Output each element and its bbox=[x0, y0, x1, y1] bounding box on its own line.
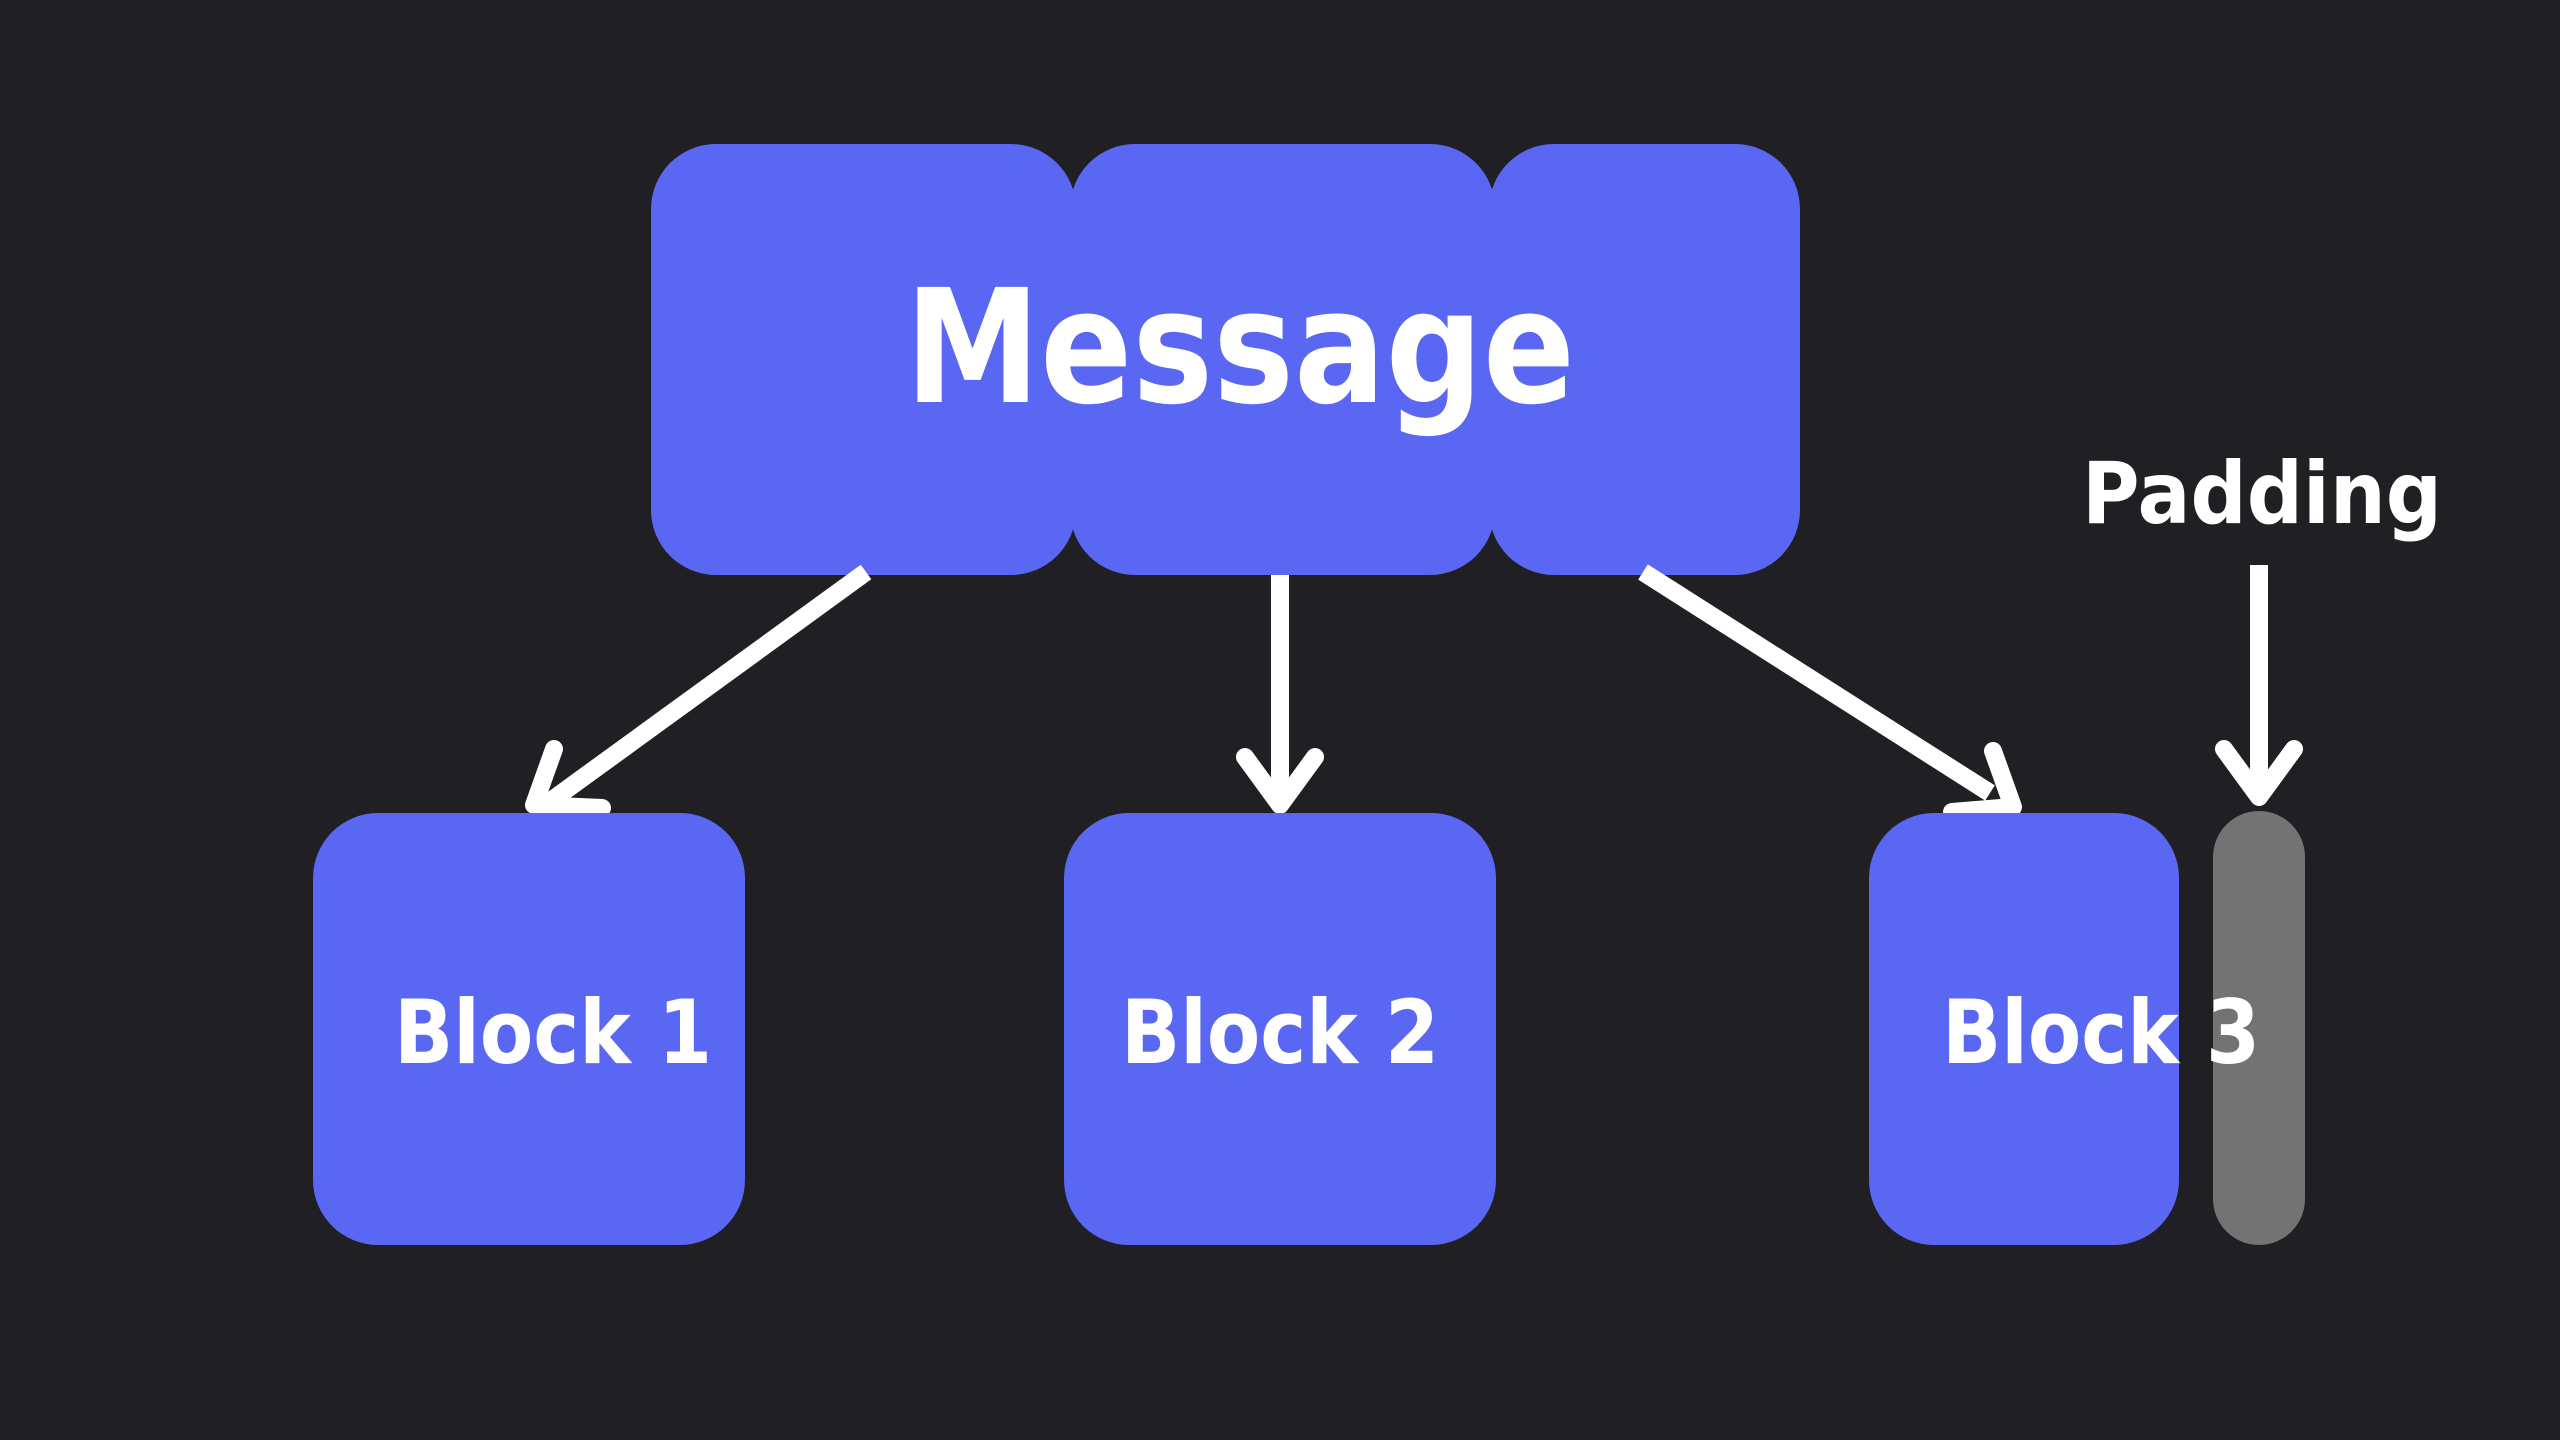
message-label: Message bbox=[905, 256, 1575, 440]
arrow-to-padding bbox=[2215, 565, 2303, 806]
padding-label: Padding bbox=[2082, 444, 2442, 544]
block-1-label: Block 1 bbox=[394, 981, 712, 1084]
message-node: Message bbox=[651, 144, 1800, 575]
block-3: Block 3 bbox=[1869, 811, 2305, 1245]
block-3-box bbox=[1869, 813, 2179, 1245]
block-3-label: Block 3 bbox=[1942, 981, 2260, 1084]
message-segment-3 bbox=[1489, 144, 1800, 575]
message-segment-2 bbox=[1070, 144, 1495, 575]
block-2-label: Block 2 bbox=[1121, 981, 1439, 1084]
arrow-to-block-1 bbox=[525, 564, 872, 817]
arrow-to-block-2 bbox=[1236, 575, 1324, 814]
block-1: Block 1 bbox=[313, 813, 745, 1245]
block-2: Block 2 bbox=[1064, 813, 1496, 1245]
block-2-box bbox=[1064, 813, 1496, 1245]
block-1-box bbox=[313, 813, 745, 1245]
padding-bar bbox=[2213, 811, 2305, 1245]
arrow-to-block-3 bbox=[1638, 564, 2022, 821]
message-segment-1 bbox=[651, 144, 1076, 575]
